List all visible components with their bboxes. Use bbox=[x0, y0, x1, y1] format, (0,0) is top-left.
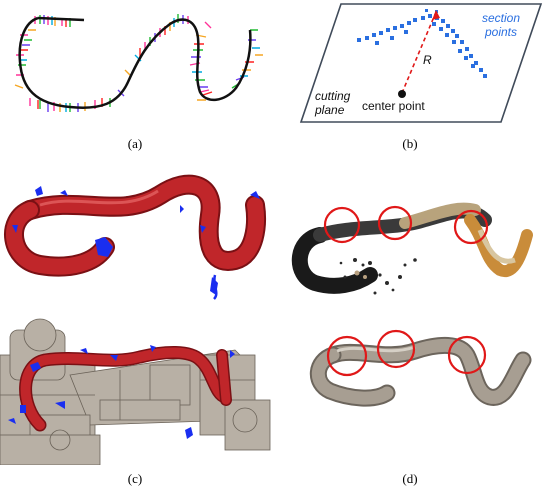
caption-c: (c) bbox=[127, 471, 143, 486]
section-points-label-1: section bbox=[482, 11, 520, 25]
panel-a-figure bbox=[14, 14, 263, 112]
caption-a: (a) bbox=[127, 136, 143, 151]
center-point-label: center point bbox=[362, 99, 425, 113]
cutting-plane-label-1: cutting bbox=[315, 89, 351, 103]
caption-d: (d) bbox=[402, 471, 418, 486]
panel-b-figure: R section points cutting plane center po… bbox=[299, 3, 543, 123]
panel-d-figure bbox=[291, 202, 533, 407]
panel-c-figure bbox=[0, 174, 271, 466]
cutting-plane-label-2: plane bbox=[314, 103, 345, 117]
panel-d-reconstruction bbox=[275, 165, 550, 465]
section-points-label-2: points bbox=[484, 25, 517, 39]
radius-label: R bbox=[423, 53, 432, 67]
panel-a-section-slices bbox=[0, 0, 275, 150]
panel-b-cutting-plane: R section points cutting plane center po… bbox=[275, 0, 550, 150]
panel-c-red-tube bbox=[0, 165, 275, 466]
caption-b: (b) bbox=[402, 136, 418, 151]
